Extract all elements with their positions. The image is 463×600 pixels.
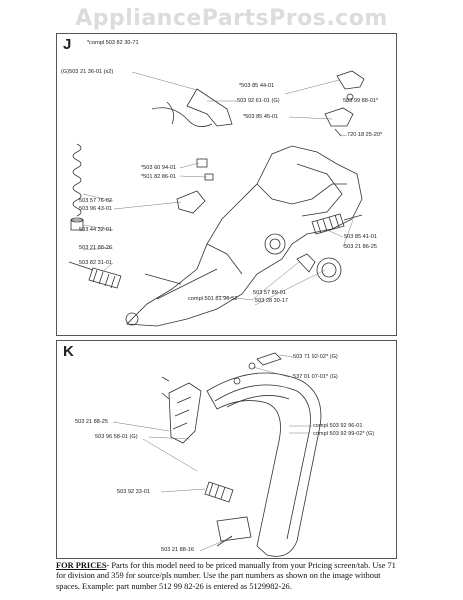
callout-503-21-88-26: 503 21 88-26 xyxy=(79,245,112,251)
section-k-letter: K xyxy=(63,343,74,360)
callout-537-01-07-01: 537 01 07-01* (G) xyxy=(293,374,338,380)
front-handle xyxy=(206,372,322,557)
callout-503-21-36-01: (G)503 21 36-01 (x2) xyxy=(61,69,114,75)
callout-503-96-43-01: 503 96 43-01 xyxy=(79,206,112,212)
callout-503-28-30-17: 503 28 30-17 xyxy=(255,298,288,304)
callout-503-85-44-01: *503 85 44-01 xyxy=(239,83,275,89)
callout-503-44-32-01: 503 44 32-01 xyxy=(79,227,112,233)
panel-k: K xyxy=(56,340,397,559)
callout-503-21-86-25: 503 21 86-25 xyxy=(344,244,377,250)
callout-503-99-88-01: 503 99 88-01* xyxy=(343,98,379,104)
spring xyxy=(72,143,82,217)
callout-503-92-33-01: 503 92 33-01 xyxy=(117,489,150,495)
callout-503-82-31-01: 503 82 31-01 xyxy=(79,260,112,266)
diagram-k xyxy=(112,352,322,557)
callout-720-18-25-20: 720 18 25-20* xyxy=(347,132,383,138)
watermark: AppliancePartsPros.com xyxy=(75,6,388,31)
diagram-j xyxy=(68,70,365,327)
callout-compl-503-92-96-01: compl 503 92 96-01 xyxy=(313,423,363,429)
panel-j: J xyxy=(56,33,397,336)
callout-503-92-61-01: 503 92 61-01 (G) xyxy=(237,98,280,104)
callout-503-96-58-01: 503 96 58-01 (G) xyxy=(95,434,138,440)
callout-503-21-88-16: 503 21 88-16 xyxy=(161,547,194,553)
callout-compl-503-82-30-71: *compl 503 82 30-71 xyxy=(87,40,139,46)
callout-503-57-76-02: 503 57 76-02 xyxy=(79,198,112,204)
section-j-letter: J xyxy=(63,36,72,53)
callout-503-57-89-01: 503 57 89-01 xyxy=(253,290,286,296)
callout-503-85-45-01: *503 85 45-01 xyxy=(243,114,279,120)
callout-503-60-94-01: *503 60 94-01 xyxy=(141,165,177,171)
pricing-note-heading: FOR PRICES xyxy=(56,561,107,570)
callout-compl-503-92-99-02: compl 503 92 99-02* (G) xyxy=(313,431,375,437)
callout-503-85-41-01: 503 85 41-01 xyxy=(344,234,377,240)
callout-503-71-92-02: 503 71 92-02* (G) xyxy=(293,354,338,360)
callout-503-21-88-25: 503 21 88-25 xyxy=(75,419,108,425)
pricing-note: FOR PRICES- Parts for this model need to… xyxy=(56,561,406,592)
callout-501-82-86-01: *501 82 86-01 xyxy=(141,174,177,180)
callout-compl-501-81-96-52: compl 501 81 96-52 xyxy=(188,296,238,302)
pricing-note-text: - Parts for this model need to be priced… xyxy=(56,561,396,591)
